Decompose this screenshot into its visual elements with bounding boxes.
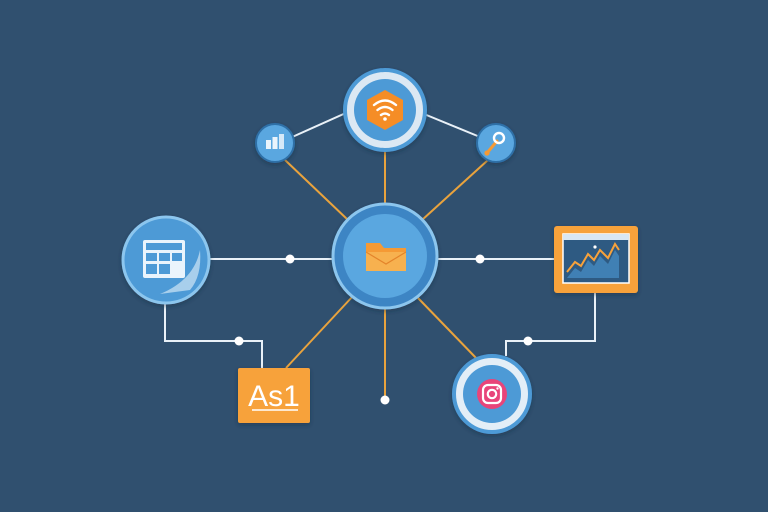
connector-dots [234, 254, 533, 405]
chart-node[interactable] [554, 226, 638, 293]
connector-hub-bars [284, 159, 349, 221]
camera-node[interactable] [452, 354, 532, 434]
folder-icon [365, 243, 407, 271]
dot-left-elbow [234, 336, 244, 346]
dot-left [285, 254, 295, 264]
dot-bottom [380, 395, 390, 405]
dot-right [475, 254, 485, 264]
line-chart-icon [562, 233, 630, 284]
camera-icon [477, 379, 507, 409]
wifi-node[interactable] [343, 68, 427, 152]
connector-wifi-tool [423, 113, 481, 138]
connector-lines [164, 111, 596, 398]
wrench-icon [484, 131, 506, 156]
table-icon [143, 240, 185, 278]
tool-node[interactable] [476, 123, 516, 163]
label-node-text: As1 [248, 380, 300, 413]
connector-hub-label [285, 295, 354, 369]
label-node[interactable]: As1 [238, 368, 310, 423]
connector-table-label [164, 302, 263, 368]
connector-hub-tool [421, 159, 489, 221]
dot-right-elbow [523, 336, 533, 346]
table-node[interactable] [121, 215, 211, 305]
connector-chart-camera [505, 293, 596, 356]
bar-chart-icon [266, 134, 284, 149]
bars-node[interactable] [255, 123, 295, 163]
wifi-icon [367, 90, 403, 130]
hub-node[interactable] [331, 202, 439, 310]
connector-hub-camera [417, 297, 479, 361]
connector-wifi-bars [289, 111, 349, 139]
